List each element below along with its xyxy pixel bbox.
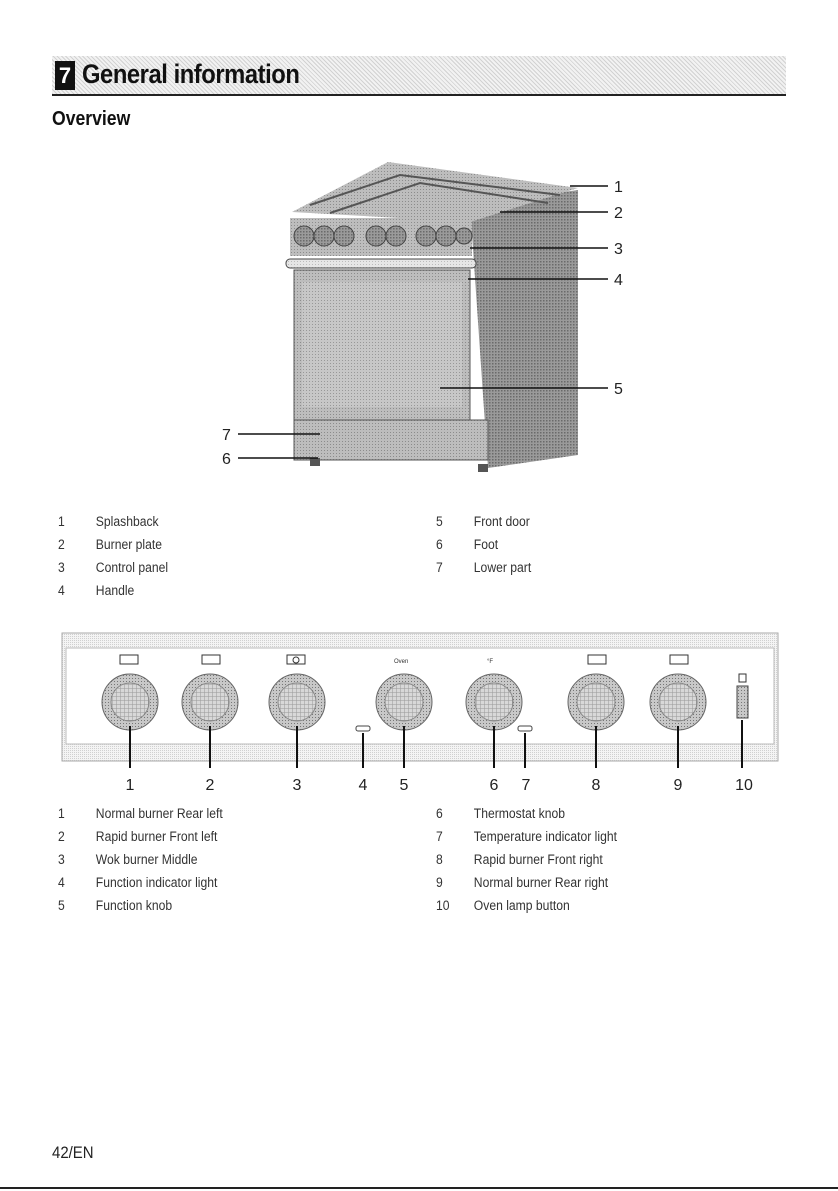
oven-label: Oven — [394, 659, 408, 665]
cooker-door — [293, 269, 471, 421]
knob-9 — [649, 673, 707, 731]
function-indicator-light — [355, 725, 371, 732]
fahrenheit-label: °F — [487, 659, 493, 665]
panel-callout-4: 4 — [359, 777, 368, 794]
burner-symbols — [119, 654, 747, 683]
panel-callout-7: 7 — [522, 777, 531, 794]
callout-5: 5 — [614, 381, 623, 398]
cooker-handle — [285, 258, 477, 269]
panel-callout-1: 1 — [126, 777, 135, 794]
panel-callout-9: 9 — [674, 777, 683, 794]
panel-callout-3: 3 — [293, 777, 302, 794]
callout-7: 7 — [222, 427, 231, 444]
panel-callout-10: 10 — [735, 777, 753, 794]
knob-5 — [375, 673, 433, 731]
knob-6 — [465, 673, 523, 731]
knob-2 — [181, 673, 239, 731]
cooker-hob — [292, 162, 578, 222]
callout-3: 3 — [614, 241, 623, 258]
panel-frame — [61, 632, 779, 762]
cooker-knobs — [293, 225, 473, 247]
panel-callout-6: 6 — [490, 777, 499, 794]
chapter-number-badge: 7 — [55, 61, 75, 90]
chapter-header-bar: 7 General information — [52, 56, 786, 96]
bottom-rule — [0, 1187, 838, 1189]
cooker-lower-part — [293, 419, 489, 461]
callout-4: 4 — [614, 272, 623, 289]
knob-1 — [101, 673, 159, 731]
callout-2: 2 — [614, 205, 623, 222]
control-knobs — [101, 673, 707, 731]
knob-8 — [567, 673, 625, 731]
callout-6: 6 — [222, 451, 231, 468]
panel-callout-2: 2 — [206, 777, 215, 794]
oven-lamp-button — [736, 685, 749, 719]
temperature-indicator-light — [517, 725, 533, 732]
cooker-side-panel — [470, 190, 578, 468]
section-title: Overview — [52, 108, 131, 130]
knob-3 — [268, 673, 326, 731]
chapter-title: General information — [82, 59, 300, 89]
panel-callout-8: 8 — [592, 777, 601, 794]
panel-callout-5: 5 — [400, 777, 409, 794]
page-number: 42/EN — [52, 1143, 94, 1162]
cooker-control-strip — [290, 218, 472, 256]
callout-1: 1 — [614, 179, 623, 196]
